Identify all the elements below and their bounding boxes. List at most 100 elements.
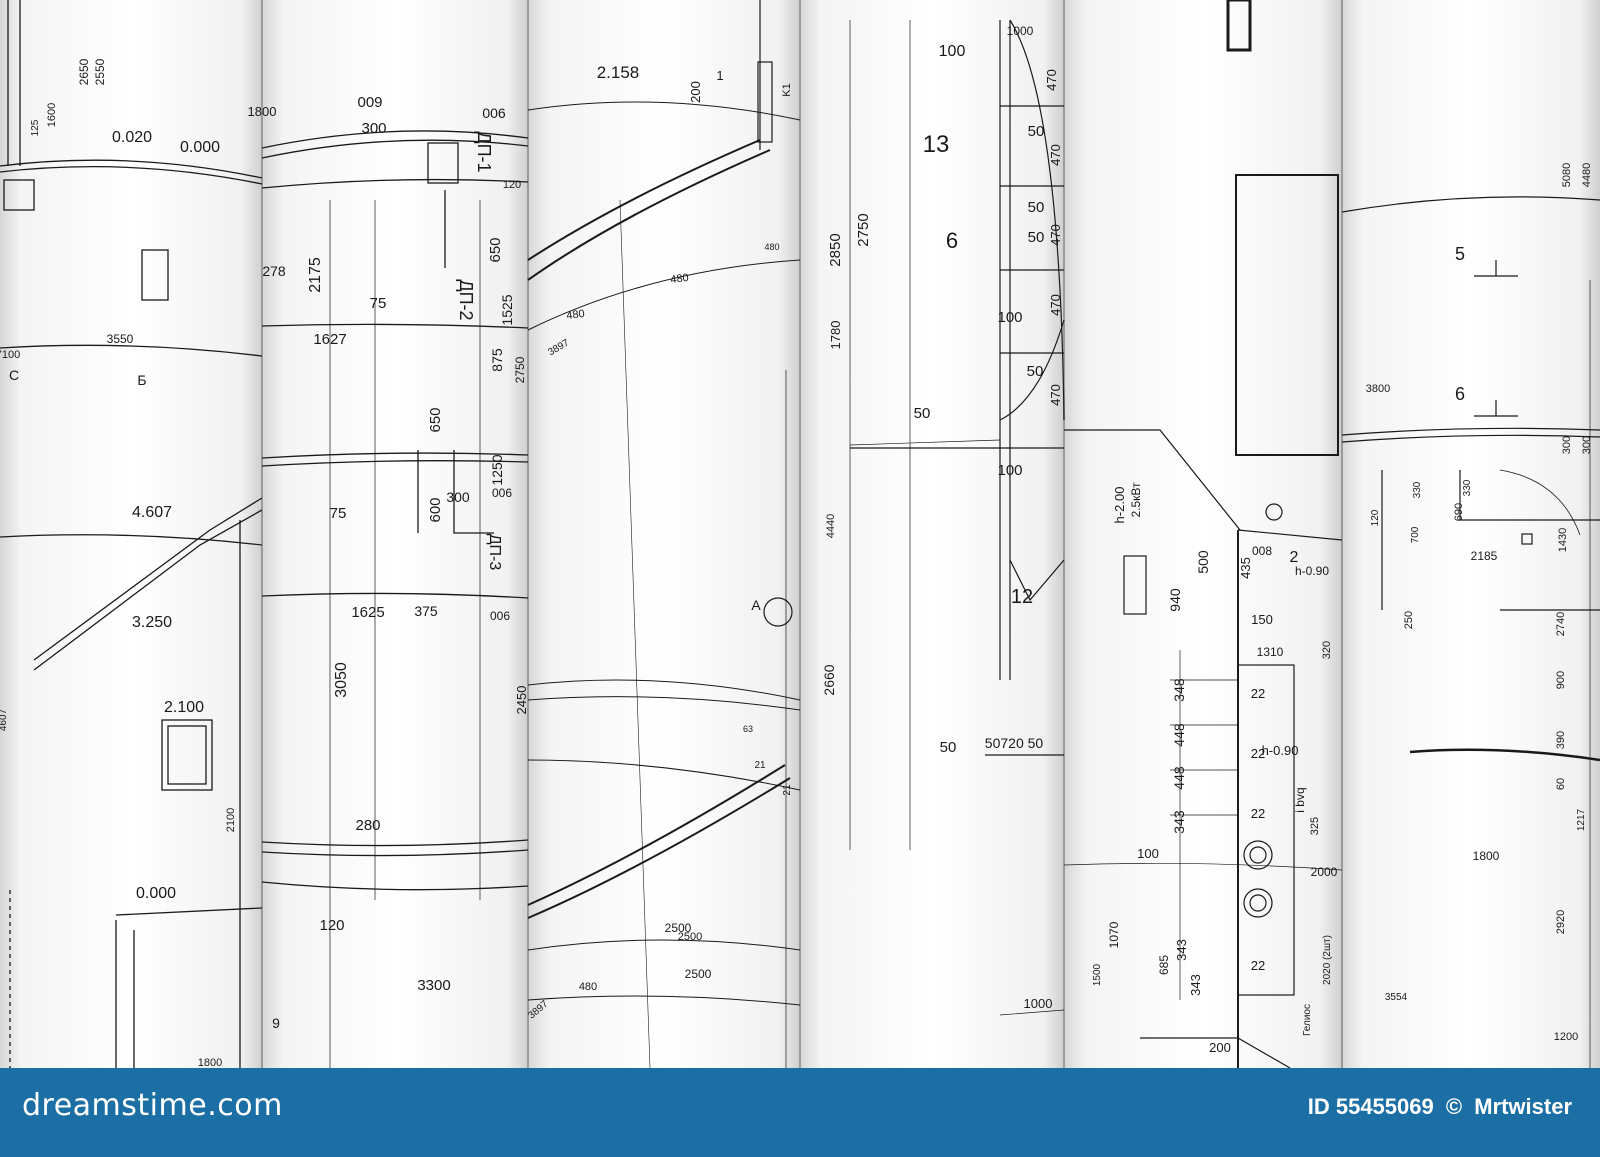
dimension-label: 21	[754, 760, 766, 771]
dimension-label: 2500	[665, 921, 692, 935]
dimension-label: 3050	[333, 662, 350, 698]
dimension-label: 006	[490, 609, 510, 623]
dimension-label: 100	[997, 462, 1022, 479]
copyright-symbol: ©	[1445, 1094, 1463, 1119]
dimension-label: 4480	[1581, 163, 1593, 187]
dimension-label: 330	[1412, 481, 1423, 498]
roll-3-lines	[527, 0, 801, 1068]
dimension-label: 3.250	[132, 614, 172, 631]
dimension-label: 75	[330, 505, 347, 522]
dimension-label: 435	[1238, 557, 1253, 579]
dimension-label: 900	[1555, 671, 1567, 689]
dimension-label: 63	[743, 724, 753, 734]
dimension-label: 120	[1370, 509, 1381, 526]
dimension-label: 1800	[1473, 849, 1500, 863]
dimension-label: 330	[1462, 479, 1473, 496]
dimension-label: 50	[940, 739, 957, 756]
dimension-label: 300	[361, 120, 386, 137]
dimension-label: ДП-1	[474, 131, 494, 172]
dimension-label: 5080	[1561, 163, 1573, 187]
dimension-labels: 2650255016001250.0200.00035507100CБ4.607…	[0, 24, 1593, 1068]
dimension-label: 100	[1137, 846, 1159, 861]
dimension-label: 3554	[1385, 992, 1408, 1003]
dimension-label: 0.020	[112, 129, 152, 146]
dimension-label: 9	[272, 1015, 280, 1031]
dimension-label: 120	[503, 179, 521, 191]
dimension-label: 120	[319, 917, 344, 934]
dimension-label: 009	[357, 94, 382, 111]
dimension-label: 2650	[77, 58, 91, 85]
dimension-label: 1525	[499, 294, 515, 325]
dimension-label: 1217	[1576, 808, 1587, 831]
dimension-label: 50	[1027, 363, 1044, 380]
dimension-label: 200	[1209, 1040, 1231, 1055]
dimension-label: 650	[427, 407, 444, 432]
roll-2-lines	[261, 130, 529, 1068]
dimension-label: 320	[1321, 641, 1333, 659]
dimension-label: 2920	[1555, 910, 1567, 934]
dimension-label: K1	[781, 83, 793, 96]
dimension-label: 500	[1195, 550, 1211, 574]
dimension-label: 2000	[1311, 865, 1338, 879]
roll-6	[1342, 0, 1600, 1068]
dimension-label: 448	[1171, 766, 1187, 790]
dimension-label: 1200	[1554, 1031, 1578, 1043]
dimension-label: 125	[30, 119, 41, 136]
roll-5	[1064, 0, 1342, 1068]
dimension-label: 300	[1581, 436, 1593, 454]
roll-4-lines	[849, 19, 1065, 1016]
dimension-label: 690	[1453, 503, 1465, 521]
dimension-label: 1800	[248, 104, 277, 119]
footer-bar: dreamstime.com ID 55455069 © Mrtwister	[0, 1068, 1600, 1157]
dimension-label: 0.000	[136, 885, 176, 902]
dimension-label: 250	[1403, 611, 1415, 629]
dimension-label: 470	[1048, 144, 1063, 166]
dimension-label: 100	[997, 309, 1022, 326]
roll-1	[0, 0, 262, 1068]
dimension-label: 470	[1048, 224, 1063, 246]
dimension-label: 2850	[827, 233, 844, 266]
dimension-label: 4440	[825, 514, 837, 538]
dimension-label: 1600	[46, 103, 58, 127]
dimension-label: 700	[1410, 526, 1421, 543]
dimension-label: 1780	[828, 321, 843, 350]
image-id: ID 55455069	[1307, 1094, 1434, 1119]
dimension-label: 470	[1048, 294, 1063, 316]
dimension-label: 22	[1251, 958, 1265, 973]
dimension-label: 2100	[225, 808, 237, 832]
dimension-label: 22	[1251, 806, 1265, 821]
stock-logo: dreamstime.com	[22, 1088, 283, 1123]
dimension-label: 2185	[1471, 549, 1498, 563]
dimension-label: 343	[1171, 810, 1187, 834]
dimension-label: Б	[137, 372, 146, 388]
dimension-label: 2500	[685, 967, 712, 981]
dimension-label: i bvq	[1293, 787, 1307, 812]
dimension-label: 480	[579, 981, 597, 993]
roll-1-lines	[0, 0, 263, 1068]
dimension-label: 940	[1167, 588, 1183, 612]
dimension-label: ДП-3	[486, 534, 503, 571]
dimension-label: 21	[782, 784, 793, 796]
dimension-label: 2750	[855, 213, 872, 246]
dimension-label: 12	[1011, 586, 1033, 608]
roll-4	[800, 0, 1064, 1068]
dimension-label: 4.607	[132, 504, 172, 521]
dimension-label: 2550	[93, 58, 107, 85]
dimension-label: 3550	[107, 332, 134, 346]
dimension-label: 2.100	[164, 699, 204, 716]
dimension-label: 1500	[1092, 963, 1103, 986]
dimension-label: 2.5кВт	[1129, 482, 1143, 518]
dimension-label: 2175	[307, 257, 324, 293]
dimension-label: 685	[1157, 955, 1171, 975]
dimension-label: 375	[414, 603, 438, 619]
dimension-label: A	[751, 597, 761, 613]
dimension-label: 006	[492, 486, 512, 500]
dimension-label: 2020 (2шт)	[1322, 935, 1333, 985]
dimension-label: 5	[1455, 244, 1465, 264]
dimension-label: 22	[1251, 746, 1265, 761]
dimension-label: 7100	[0, 349, 20, 361]
dimension-label: 6	[1455, 384, 1465, 404]
dimension-label: 50	[914, 405, 931, 422]
roll-3	[528, 0, 800, 1068]
image-credit: ID 55455069 © Mrtwister	[1302, 1094, 1572, 1120]
